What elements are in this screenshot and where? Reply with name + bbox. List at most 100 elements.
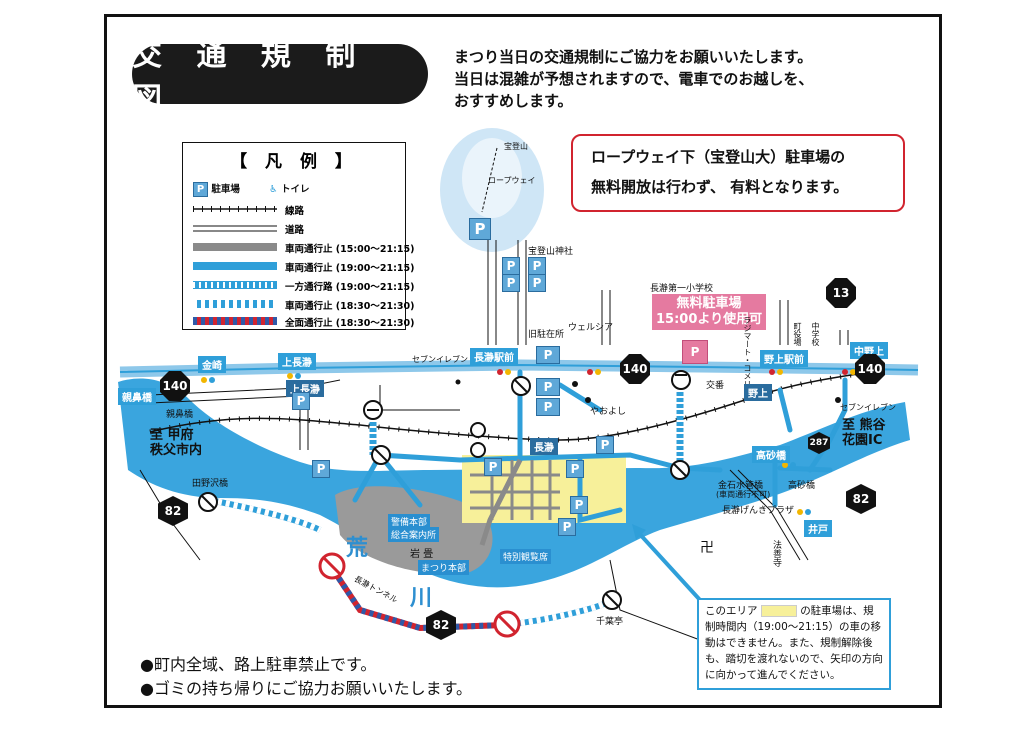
parking-icon: P	[312, 460, 330, 478]
hq-festival: まつり本部	[418, 560, 470, 575]
parking-icon: P	[558, 518, 576, 536]
hq-viewing: 特別観覧席	[500, 549, 552, 564]
area-notice-prefix: このエリア	[705, 605, 758, 617]
railway	[149, 367, 916, 441]
tag-kanasaki: 金崎	[198, 356, 226, 373]
label-koban: 交番	[706, 381, 725, 391]
route-287: 287	[808, 432, 830, 454]
tag-takasago: 高砂橋	[752, 446, 790, 463]
to-kumagaya-1: 至 熊谷	[842, 418, 886, 433]
legend-oneway: 一方通行路 (19:00～21:15)	[285, 282, 415, 293]
label-seven-1: セブンイレブン	[412, 355, 468, 364]
label-old-station: 旧駐在所	[528, 330, 565, 340]
route-13: 13	[826, 278, 856, 308]
label-river-1: 荒	[346, 536, 369, 561]
traffic-lights	[201, 369, 856, 515]
label-hoshoji: 法善寺	[771, 540, 781, 567]
to-chichibu-2: 秩父市内	[150, 443, 203, 458]
tag-nakanoue: 中野上	[850, 342, 888, 359]
tag-oyahana: 親鼻橋	[118, 388, 156, 405]
route-82-east: 82	[846, 484, 876, 514]
legend-parking-row: P 駐車場 ♿ トイレ	[193, 181, 310, 197]
parking-icon: P	[469, 218, 491, 240]
area-arrow	[634, 528, 702, 602]
legend-title: 【 凡 例 】	[230, 152, 358, 172]
ropeway-parking-notice: ロープウェイ下（宝登山大）駐車場の 無料開放は行わず、 有料となります。	[571, 134, 905, 212]
tag-kaminagatoro: 上長瀞	[278, 353, 316, 370]
tag-nogami-station: 野上	[744, 384, 772, 401]
label-yaoyoshi: やおよし	[590, 407, 627, 417]
area-swatch	[760, 605, 797, 617]
parking-icon: P	[484, 458, 502, 476]
parking-icon: P	[536, 398, 560, 416]
label-iwadatami: 岩 畳	[410, 549, 434, 560]
closure-15-21	[479, 458, 523, 546]
tag-ido: 井戸	[804, 520, 832, 537]
route-140-west: 140	[160, 371, 190, 401]
parking-icon: P	[536, 346, 560, 364]
label-seven-2: セブンイレブン	[840, 403, 896, 412]
label-welcia: ウェルシア	[568, 323, 614, 333]
hq-security: 警備本部	[388, 514, 431, 529]
label-tanosawa: 田野沢橋	[192, 479, 229, 489]
hq-info: 総合案内所	[388, 527, 440, 542]
parking-icon: P	[502, 257, 520, 275]
label-to-kumagaya: 至 熊谷 花園IC	[842, 418, 886, 448]
toilet-icon: ♿	[269, 184, 278, 195]
parking-icon: P	[566, 460, 584, 478]
legend-parking-label: 駐車場	[211, 184, 240, 195]
note-garbage: ●ゴミの持ち帰りにご協力お願いいたします。	[140, 679, 473, 698]
route-140-center: 140	[620, 354, 650, 384]
notice-text: まつり当日の交通規制にご協力をお願いいたします。 当日は混雑が予想されますので、…	[454, 46, 813, 112]
full-closure	[327, 563, 506, 632]
label-shrine: 宝登山神社	[528, 247, 574, 257]
route-82-south: 82	[426, 610, 456, 640]
tag-nagatoro-ekimae: 長瀞駅前	[470, 348, 518, 365]
note-parking: ●町内全域、路上駐車禁止です。	[140, 655, 377, 674]
label-senyotei: 千葉亭	[596, 617, 624, 627]
label-to-chichibu: 至 甲府 秩父市内	[150, 428, 202, 458]
parking-icon: P	[570, 496, 588, 514]
to-chichibu-1: 至 甲府	[150, 428, 194, 443]
label-genki: 長瀞げんきプラザ	[722, 506, 795, 516]
page-title: 交 通 規 制 図	[132, 38, 428, 117]
parking-icon: P	[596, 436, 614, 454]
notice-line-2: 当日は混雑が予想されますので、電車でのお越しを、	[454, 70, 814, 88]
parking-icon: P	[292, 392, 310, 410]
legend-swatches	[193, 206, 277, 325]
paid-parking-lot: 無料駐車場 15:00より使用可	[652, 294, 767, 330]
legend-gray: 車両通行止 (15:00～21:15)	[285, 244, 415, 255]
label-ropeway: ロープウェイ	[488, 176, 536, 185]
parking-icon: P	[193, 182, 208, 197]
label-oyahana: 親鼻橋	[166, 410, 194, 420]
label-school: 長瀞第一小学校	[650, 284, 714, 294]
closure-19-21	[352, 369, 848, 524]
legend: 【 凡 例 】 P 駐車場 ♿ トイレ 線路 道路 車両通行止 (15:00～2…	[182, 142, 414, 330]
paid-parking-icon: P	[682, 340, 708, 364]
parking-icon: P	[502, 274, 520, 292]
parking-icon: P	[528, 274, 546, 292]
paid-lot-line-1: 無料駐車場	[676, 296, 742, 311]
to-kumagaya-2: 花園IC	[842, 433, 883, 448]
notice-line-1: まつり当日の交通規制にご協力をお願いいたします。	[454, 48, 813, 66]
label-town-office: 町役場	[793, 322, 802, 346]
label-kinseki: 金石水管橋	[718, 481, 764, 491]
legend-blue: 車両通行止 (19:00～21:15)	[285, 263, 415, 274]
legend-toilet-label: トイレ	[280, 184, 310, 195]
legend-dashed: 車両通行止 (18:30～21:30)	[285, 301, 415, 312]
label-takasago: 高砂橋	[788, 481, 816, 491]
parking-icon: P	[536, 378, 560, 396]
paid-lot-line-2: 15:00より使用可	[656, 312, 763, 327]
ropeway-notice-line-1: ロープウェイ下（宝登山大）駐車場の	[591, 148, 846, 166]
notice-line-3: おすすめします。	[454, 92, 573, 110]
parking-icon: P	[528, 257, 546, 275]
svg-text:卍: 卍	[700, 540, 714, 556]
label-lodge: ラジマート・コメリ	[743, 316, 752, 388]
legend-road: 道路	[285, 225, 305, 236]
ropeway-line	[481, 147, 498, 213]
label-river-2: 川	[410, 586, 433, 611]
route-82-west: 82	[158, 496, 188, 526]
label-kinseki-sub: (車両通行不可)	[716, 490, 771, 499]
tag-nogami-ekimae: 野上駅前	[760, 350, 808, 367]
area-notice-text: の駐車場は、規制時間内（19:00～21:15）の車の移動はできません。また、規…	[705, 605, 883, 681]
